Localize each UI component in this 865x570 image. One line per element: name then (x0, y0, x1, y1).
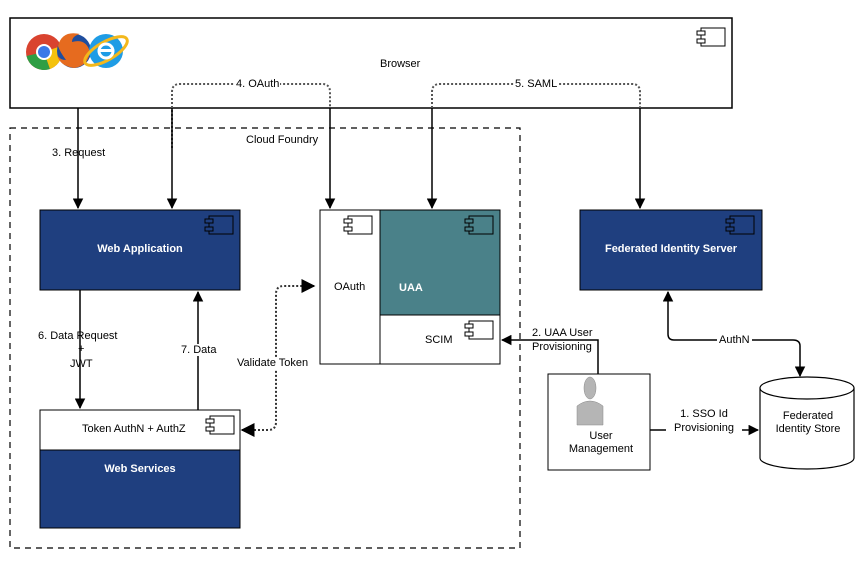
uaa-label: UAA (399, 282, 423, 294)
data-request-label: 6. Data Request (38, 330, 118, 342)
plus-label: + (78, 343, 85, 355)
browser-label: Browser (380, 58, 421, 70)
scim-label: SCIM (425, 334, 453, 346)
edge-oauth-dotted (171, 83, 331, 148)
token-authn-label: Token AuthN + AuthZ (82, 423, 186, 435)
edge-uaa-user-provisioning (500, 334, 599, 374)
chrome-icon (26, 34, 63, 71)
cloud-foundry-label: Cloud Foundry (246, 134, 319, 146)
web-services-label: Web Services (104, 463, 176, 475)
database-icon (759, 376, 855, 470)
component-icon (725, 215, 755, 235)
component-icon (205, 415, 235, 435)
firefox-icon (57, 33, 91, 68)
request-label: 3. Request (52, 147, 106, 159)
component-icon (464, 215, 494, 235)
user-icon (576, 376, 604, 426)
web-application-label: Web Application (97, 243, 183, 255)
browser-box (9, 17, 733, 109)
saml-edge-label: 5. SAML (514, 78, 559, 90)
component-icon (696, 27, 726, 47)
oauth-label: OAuth (334, 281, 366, 293)
authn-label: AuthN (717, 334, 752, 346)
uaa-user-provisioning-label: 2. UAA User Provisioning (532, 327, 593, 353)
federated-identity-server-label: Federated Identity Server (604, 243, 738, 255)
jwt-label: JWT (70, 358, 93, 370)
web-services-box (39, 449, 241, 529)
ie-icon (83, 34, 129, 68)
data-label: 7. Data (180, 344, 218, 356)
oauth-edge-label: 4. OAuth (235, 78, 281, 90)
component-icon (464, 320, 494, 340)
federated-identity-store-label: Federated Identity Store (775, 410, 841, 435)
edge-validate-token (240, 279, 316, 437)
user-management-label: User Management (568, 430, 634, 455)
component-icon (343, 215, 373, 235)
cloud-foundry-boundary (9, 127, 521, 549)
component-icon (204, 215, 234, 235)
validate-token-label: Validate Token (236, 357, 310, 369)
sso-id-provisioning-label: 1. SSO Id Provisioning (666, 407, 742, 435)
